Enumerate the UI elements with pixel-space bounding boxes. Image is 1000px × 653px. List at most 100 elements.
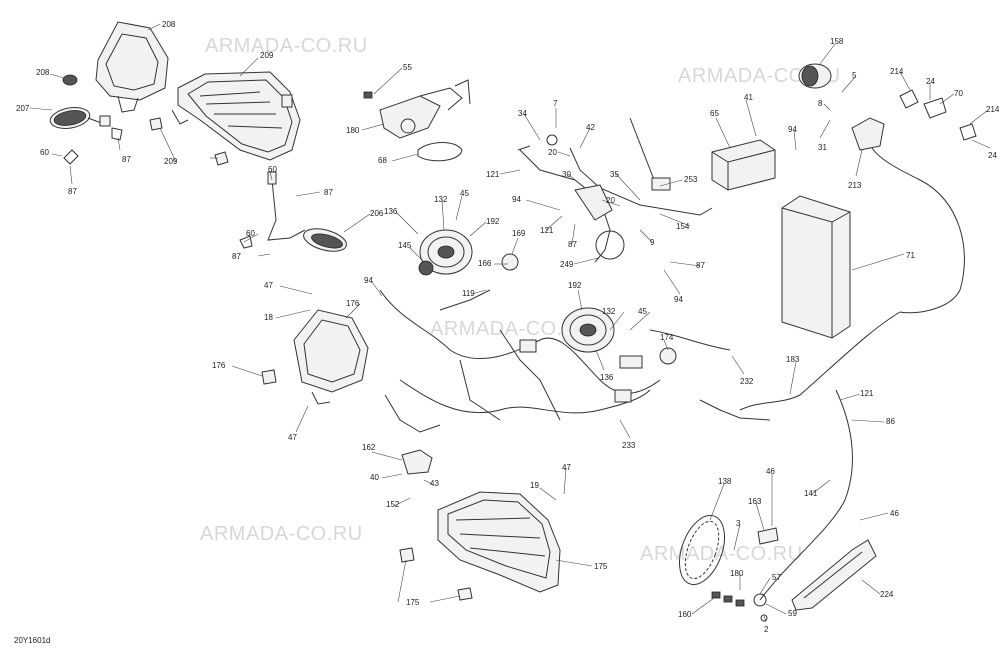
callout-label: 87 [122,155,131,164]
bulb-part [261,369,277,385]
bulb-part [399,547,415,563]
callout-label: 224 [880,590,894,599]
callout-label: 162 [362,443,376,452]
callout-label: 9 [650,238,655,247]
callout-label: 141 [804,489,818,498]
callout-label: 163 [748,497,762,506]
callout-label: 94 [674,295,683,304]
callout-label: 47 [562,463,571,472]
connector [614,389,632,403]
harness-branch [384,394,441,433]
callout-label: 121 [540,226,554,235]
cable-branch [699,399,771,421]
module-box-65 [711,139,776,191]
tweeter-145 [418,260,434,276]
callout-label: 71 [906,251,915,260]
main-harness-233 [439,289,561,421]
main-harness-233 [379,289,661,394]
antenna-harness [517,117,713,263]
callout-label: 166 [478,259,492,268]
large-box-71 [781,195,851,339]
main-harness-233 [399,379,651,414]
callout-label: 213 [848,181,862,190]
cable-183 [739,311,901,411]
connector [519,339,537,353]
watermark-text: ARMADA-CO.RU [430,318,593,340]
callout-labels: 208 209 208 207 87 60 87 209 55 180 68 7… [16,20,1000,634]
callout-label: 209 [164,157,178,166]
cable-branch [759,389,853,601]
callout-label: 169 [512,229,526,238]
callout-label: 34 [518,109,527,118]
speaker-upper [419,229,473,275]
callout-label: 47 [264,281,273,290]
connector [619,355,643,369]
clip-part [63,149,79,165]
diagram-code: 20Y1601d [14,636,51,645]
callout-label: 3 [736,519,741,528]
harness-branch [649,329,731,351]
callout-label: 136 [600,373,614,382]
round-module-158 [798,63,832,89]
callout-label: 94 [788,125,797,134]
watermark-text: ARMADA-CO.RU [200,523,363,545]
callout-label: 70 [954,89,963,98]
bar-224-detail [803,551,863,599]
callout-label: 5 [852,71,857,80]
callout-label: 8 [818,99,823,108]
callout-label: 57 [772,573,781,582]
side-mirror-right [239,171,347,252]
watermark-layer: ARMADA-CO.RU ARMADA-CO.RU ARMADA-CO.RU A… [200,35,841,565]
callout-label: 180 [346,126,360,135]
module-213-cable [851,89,977,314]
bracket-plate-68 [417,142,463,162]
callout-label: 206 [370,209,384,218]
callout-label: 160 [678,610,692,619]
callout-label: 59 [788,609,797,618]
callout-label: 192 [486,217,500,226]
callout-label: 145 [398,241,412,250]
callout-label: 68 [378,156,387,165]
callout-label: 86 [886,417,895,426]
callout-label: 132 [602,307,616,316]
callout-label: 7 [553,99,558,108]
watermark-text: ARMADA-CO.RU [678,65,841,87]
callout-label: 154 [676,222,690,231]
callout-label: 20 [548,148,557,157]
callout-label: 42 [586,123,595,132]
mirror-housing-176 [293,309,369,405]
callout-label: 94 [364,276,373,285]
grommet-169 [501,253,519,271]
callout-label: 31 [818,143,827,152]
callout-label: 20 [606,196,615,205]
callout-label: 249 [560,260,574,269]
bulb-part [214,151,229,166]
callout-label: 60 [40,148,49,157]
callout-label: 183 [786,355,800,364]
callout-label: 132 [434,195,448,204]
instrument-cluster-bottom [437,491,561,593]
callout-label: 46 [766,467,775,476]
callout-label: 24 [988,151,997,160]
callout-label: 121 [486,170,500,179]
speaker-lower [561,307,615,353]
cap-part [62,74,78,86]
callout-label: 233 [622,441,636,450]
callout-label: 45 [638,307,647,316]
callout-label: 136 [384,207,398,216]
callout-label: 175 [594,562,608,571]
callout-label: 30 [562,170,571,179]
callout-label: 2 [764,625,769,634]
callout-label: 253 [684,175,698,184]
callout-label: 60 [246,229,255,238]
instrument-cluster-top [171,71,301,161]
callout-label: 138 [718,477,732,486]
mirror-housing-left [95,21,169,113]
watermark-text: ARMADA-CO.RU [205,35,368,57]
clip-part [111,127,123,141]
callout-label: 94 [512,195,521,204]
ring-138 [679,514,725,586]
leader-lines [29,23,991,623]
callout-label: 232 [740,377,754,386]
